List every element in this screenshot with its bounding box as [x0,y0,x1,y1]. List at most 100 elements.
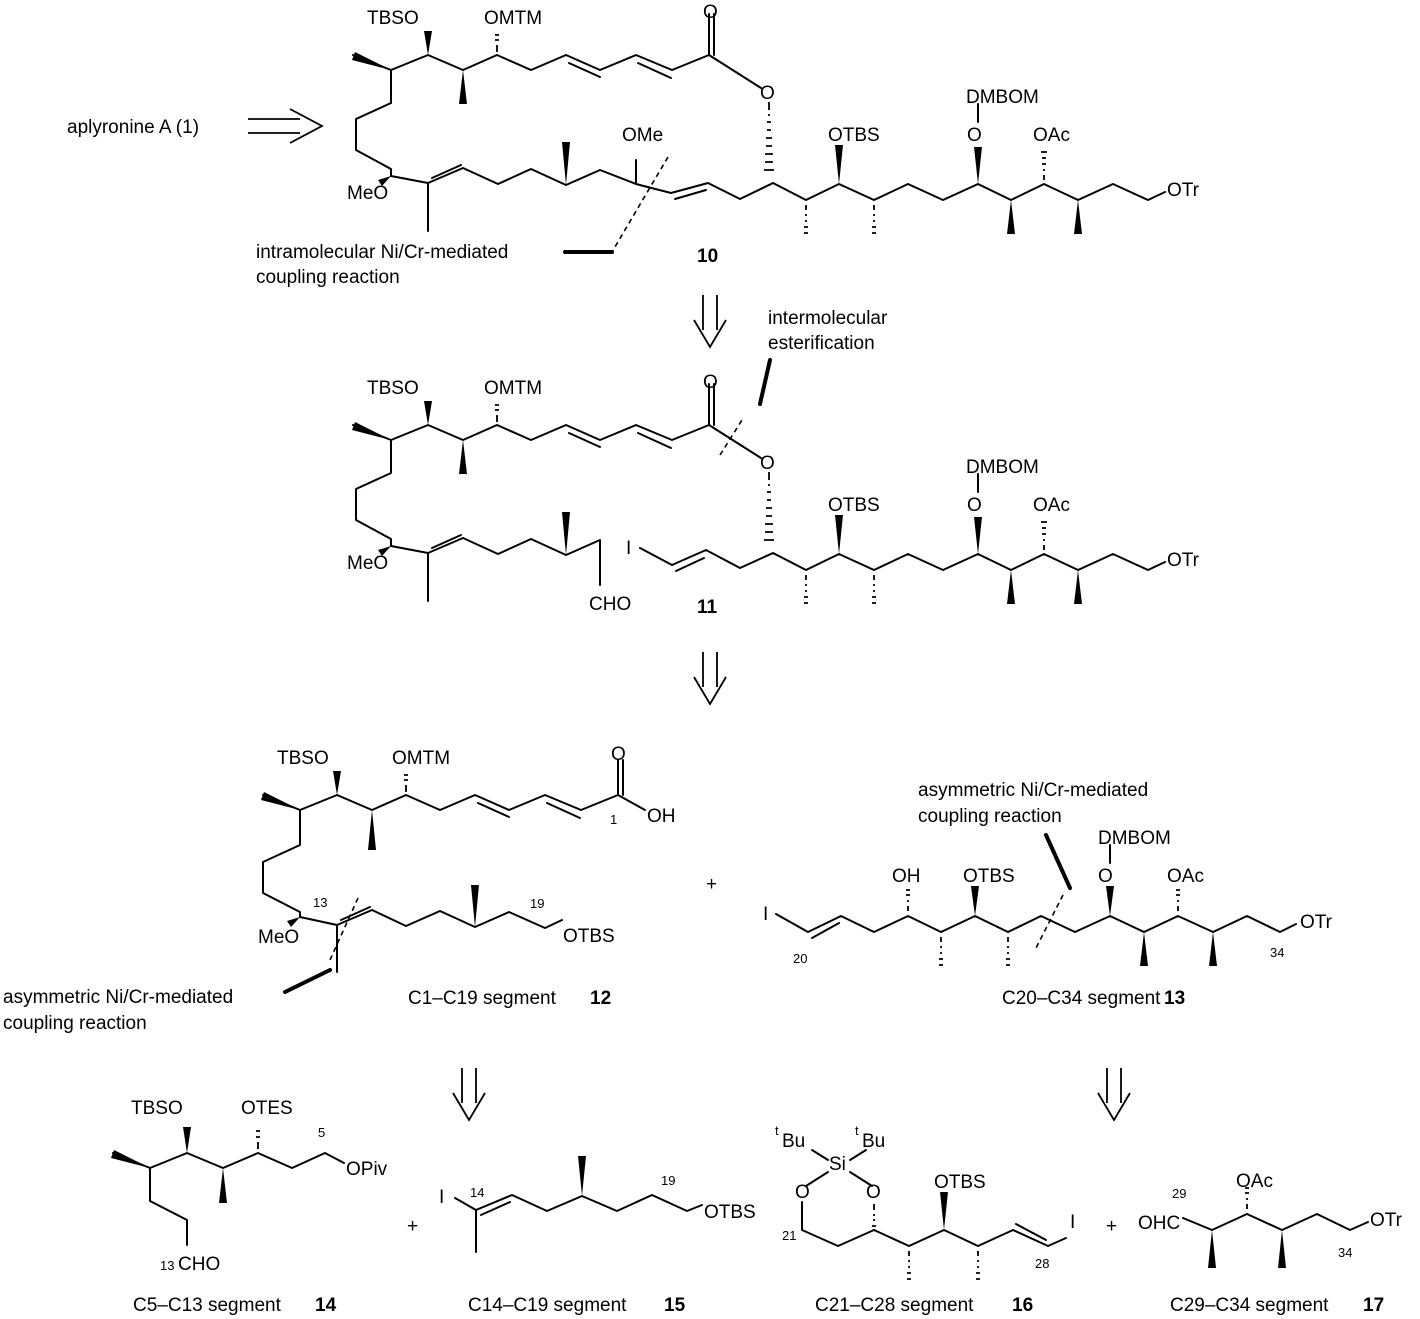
compound-11: TBSO OMTM O O MeO CHO I OTBS O DMBOM OAc… [347,308,1200,618]
compound-10: TBSO OMTM O O MeO OMe OTBS O DMBOM OAc O… [256,2,1200,288]
wedge [352,422,391,440]
locant-c34: 34 [1338,1245,1352,1260]
oac-label: OAc [1033,125,1070,146]
locant-c34: 34 [1270,945,1284,960]
retro-arrow-4 [452,1068,486,1122]
annotation-line-2: esterification [768,333,875,354]
tbso-label: TBSO [131,1098,183,1119]
tbu-bu-2: Bu [862,1131,885,1152]
carbonyl-o-label: O [703,372,718,393]
wedge [219,1168,227,1203]
wedge [971,886,979,916]
plus-sign: + [1106,1216,1117,1237]
wedge [578,1156,586,1196]
carbonyl-o-label: O [611,744,626,765]
locant-c1: 1 [610,812,617,827]
otbs-label: OTBS [963,866,1015,887]
iodo-label: I [626,538,631,559]
cho-label: CHO [178,1254,220,1275]
segment-16-caption: C21–C28 segment [815,1295,974,1316]
annotation-line-1: intermolecular [768,308,888,329]
meo-label: MeO [347,183,388,204]
wedge [1007,570,1015,604]
wedge [940,1192,948,1230]
segment-12-caption: C1–C19 segment [408,988,557,1009]
dmbom-o-label: O [967,125,982,146]
wedge [1074,200,1082,234]
plus-sign: + [407,1216,418,1237]
locant-c29: 29 [1172,1186,1186,1201]
wedge [424,401,432,425]
otbs-label: OTBS [828,495,880,516]
segment-15-caption: C14–C19 segment [468,1295,627,1316]
otbs-label: OTBS [828,125,880,146]
wedge [368,810,376,850]
wedge [835,145,843,184]
ester-o-label: O [760,83,775,104]
segment-16: t Bu t Bu Si O O OTBS I 21 28 C21–C28 se… [775,1123,1075,1316]
compound-number-17: 17 [1363,1295,1384,1316]
otbs-label: OTBS [563,926,615,947]
otr-label: OTr [1300,912,1333,933]
locant-c13: 13 [160,1258,174,1273]
wedge [352,52,391,70]
wedge [459,70,467,104]
wedge [1140,932,1148,966]
wedge [1074,570,1082,604]
wedge [835,515,843,554]
locant-c19: 19 [661,1173,675,1188]
oh-label: OH [647,806,676,827]
wedge [424,31,432,55]
wedge [183,1127,191,1153]
o-left-label: O [795,1182,810,1203]
otbs-label: OTBS [934,1172,986,1193]
compound-number-12: 12 [590,988,611,1009]
wedge [111,1150,150,1168]
otr-label: OTr [1370,1210,1403,1231]
locant-c20: 20 [793,951,807,966]
wedge [974,517,982,554]
otr-label: OTr [1167,180,1200,201]
tbu-t-1: t [775,1123,779,1138]
segment-14-caption: C5–C13 segment [133,1295,282,1316]
retro-arrow-2 [693,295,727,349]
annotation-line-1: asymmetric Ni/Cr-mediated [918,780,1148,801]
tbso-label: TBSO [367,8,419,29]
oh-label: OH [892,866,921,887]
compound-number-14: 14 [315,1295,337,1316]
locant-c5: 5 [318,1125,325,1140]
segment-17: 29 OHC OAc 34 OTr C29–C34 segment 17 [1138,1171,1403,1316]
wedge [378,546,391,556]
segment-13: I OH OTBS O DMBOM OAc OTr 20 34 asymmetr… [763,780,1333,1009]
annotation-line-2: coupling reaction [256,267,400,288]
retro-arrow-1 [248,108,324,144]
retro-arrow-3 [693,652,727,706]
segment-17-caption: C29–C34 segment [1170,1295,1329,1316]
wedge [1278,1230,1286,1268]
dmbom-label: DMBOM [1098,828,1171,849]
compound-number-11: 11 [697,597,718,618]
wedge [471,885,479,927]
o-right-label: O [866,1182,881,1203]
wedge [1007,200,1015,234]
otes-label: OTES [241,1098,293,1119]
plus-sign: + [706,874,717,895]
oac-label: OAc [1167,866,1204,887]
compound-number-16: 16 [1012,1295,1033,1316]
wedge [974,147,982,184]
compound-number-13: 13 [1164,988,1185,1009]
wedge [261,792,300,810]
annotation-line-2: coupling reaction [3,1013,147,1034]
ester-o-label: O [760,453,775,474]
locant-c21: 21 [782,1228,796,1243]
si-label: Si [829,1154,846,1175]
wedge [378,176,391,186]
carbonyl-o-label: O [703,2,718,23]
wedge [562,142,570,185]
omtm-label: OMTM [392,748,450,769]
dmbom-o-label: O [967,495,982,516]
wedge [562,512,570,555]
meo-label: MeO [347,553,388,574]
annotation-line-1: asymmetric Ni/Cr-mediated [3,987,233,1008]
meo-label: MeO [258,927,299,948]
